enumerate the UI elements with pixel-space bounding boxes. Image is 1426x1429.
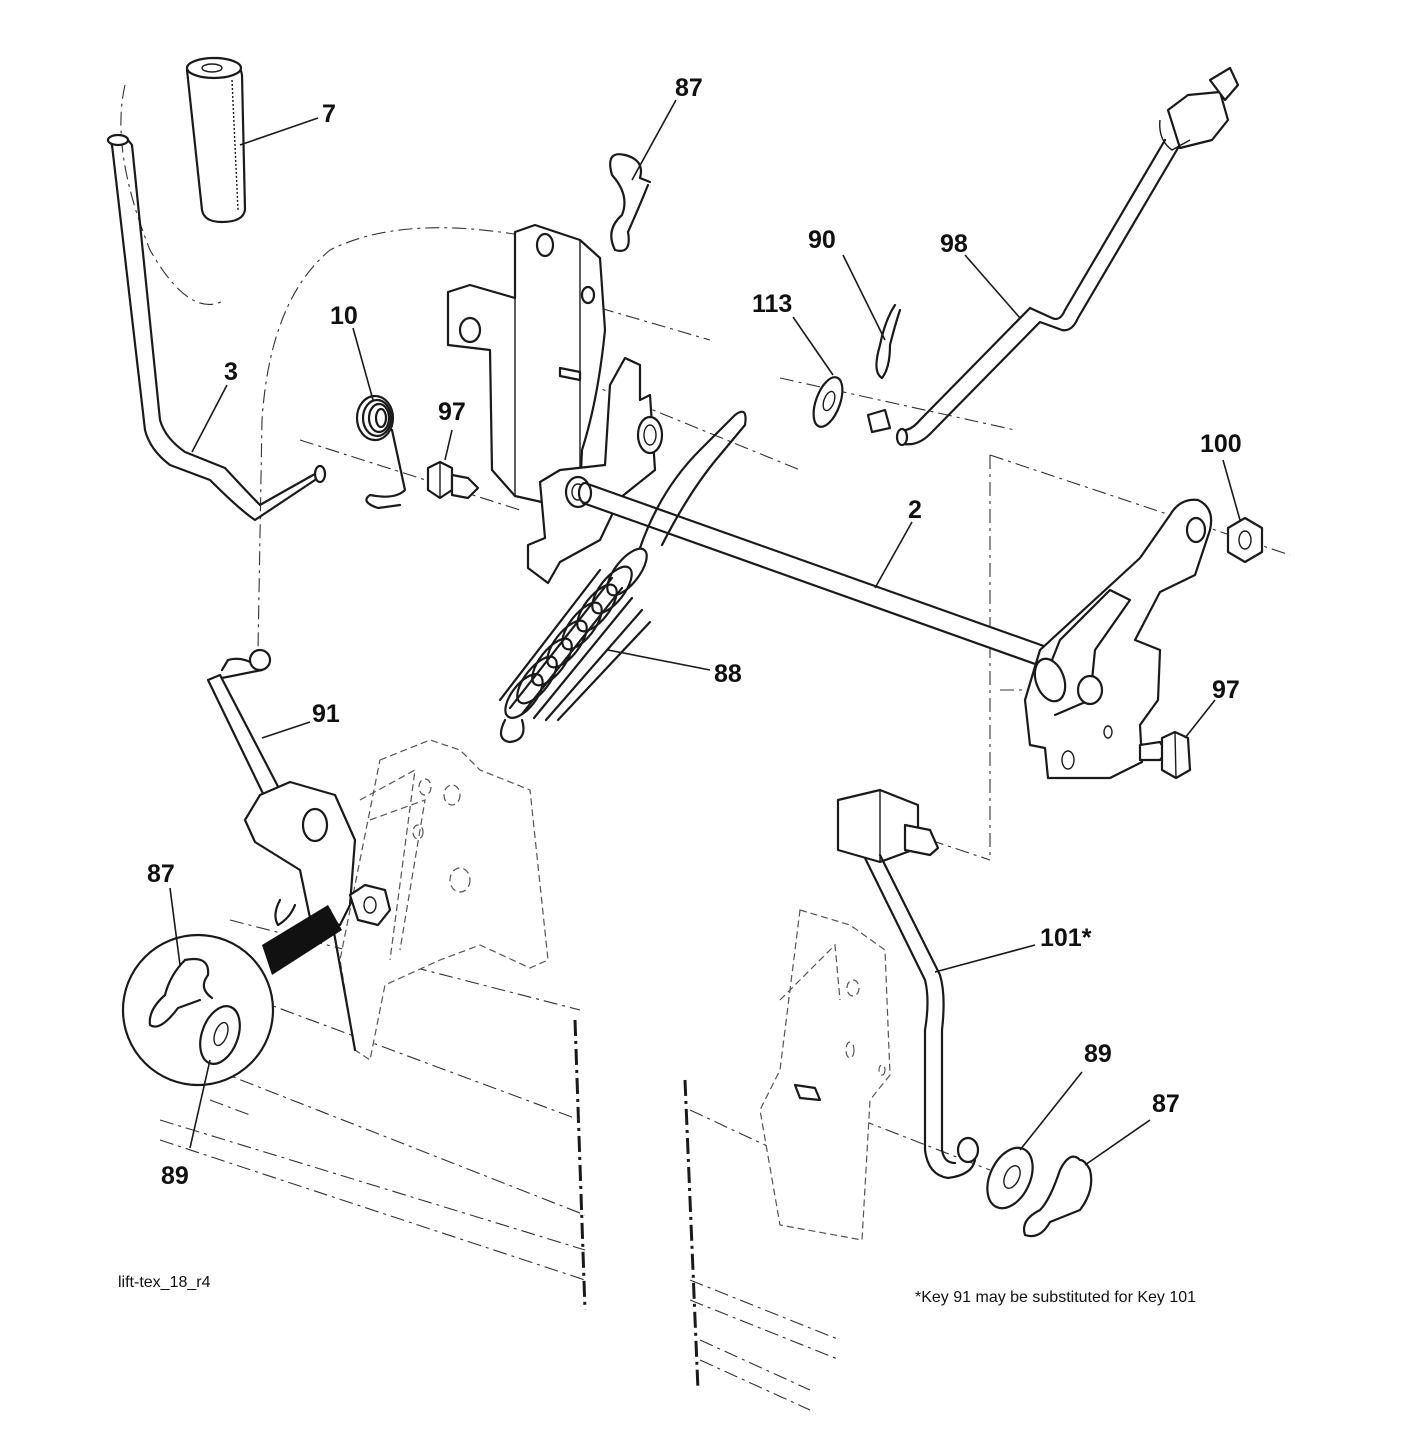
callout-87-right: 87 xyxy=(1152,1090,1180,1118)
washer-89-right xyxy=(986,1146,1034,1210)
callout-87-left: 87 xyxy=(147,860,175,888)
lift-link-rod-91 xyxy=(206,648,290,812)
callout-97-left: 97 xyxy=(438,398,466,426)
nut-100 xyxy=(1226,516,1264,564)
hairpin-clip-top xyxy=(609,153,652,252)
callout-90: 90 xyxy=(808,226,836,254)
grip-handle xyxy=(185,56,247,224)
callout-2: 2 xyxy=(908,496,922,524)
shoulder-bolt-right xyxy=(1138,730,1192,780)
shoulder-bolt-left xyxy=(426,460,480,500)
callout-113: 113 xyxy=(752,290,792,318)
callout-88: 88 xyxy=(714,660,742,688)
lift-link-rod-101 xyxy=(863,853,980,1180)
substitution-note: *Key 91 may be substituted for Key 101 xyxy=(915,1289,1196,1306)
hairpin-clip-right xyxy=(1022,1155,1093,1238)
detail-magnifier xyxy=(121,905,342,1087)
callout-100: 100 xyxy=(1200,430,1242,458)
trunnion-block xyxy=(836,788,940,864)
callout-101: 101* xyxy=(1040,924,1092,952)
lift-shaft xyxy=(577,481,1057,672)
callout-89-right: 89 xyxy=(1084,1040,1112,1068)
main-bracket xyxy=(446,223,607,507)
small-clip xyxy=(866,303,902,434)
callout-10: 10 xyxy=(330,302,358,330)
spring-coils xyxy=(498,547,652,722)
callout-97-right: 97 xyxy=(1212,676,1240,704)
callout-91: 91 xyxy=(312,700,340,728)
right-deck-hanger xyxy=(759,909,891,1241)
extension-spring xyxy=(498,410,747,744)
left-deck-hanger xyxy=(339,739,549,1061)
callout-87-top: 87 xyxy=(675,74,703,102)
torsion-spring xyxy=(355,394,407,510)
left-lift-bracket xyxy=(526,356,664,585)
callout-89-left: 89 xyxy=(161,1162,189,1190)
washer-113 xyxy=(812,376,844,428)
deck-lift-rod xyxy=(895,66,1240,447)
lift-handle-rod xyxy=(106,133,327,522)
callout-labels: 7 87 90 98 113 10 3 97 100 2 88 97 91 87… xyxy=(147,74,1242,1190)
drawing-id: lift-tex_18_r4 xyxy=(118,1274,211,1291)
leader-lines xyxy=(169,99,1241,1166)
callout-3: 3 xyxy=(224,358,238,386)
right-lift-arm xyxy=(1023,498,1213,780)
callout-7: 7 xyxy=(322,100,336,128)
callout-98: 98 xyxy=(940,230,968,258)
